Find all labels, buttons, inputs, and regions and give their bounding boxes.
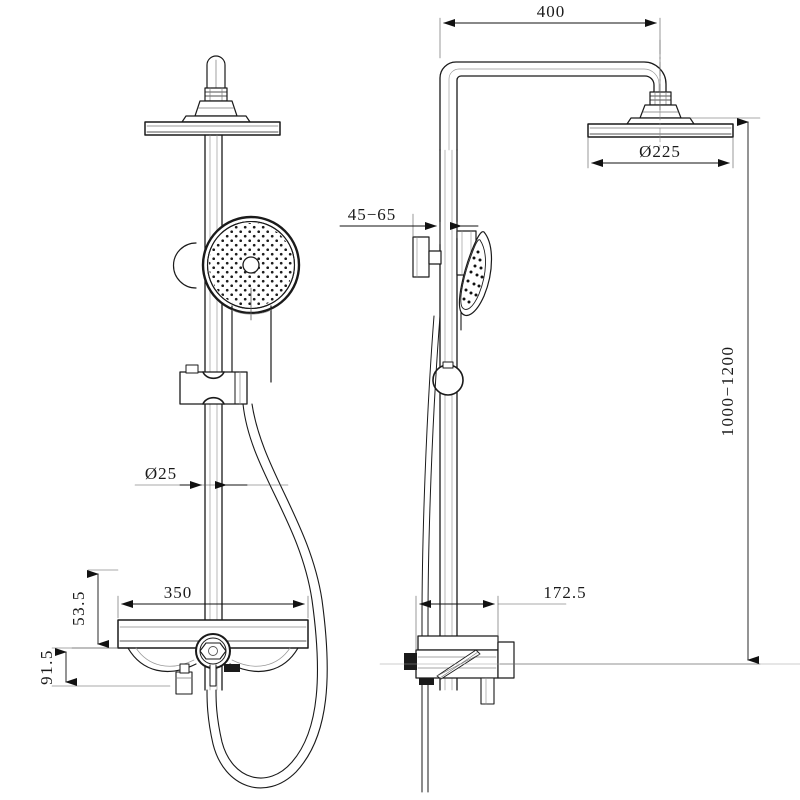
front-view — [117, 55, 328, 789]
dim-bar-offset-bottom: 91.5 — [37, 647, 171, 687]
shower-hose-front — [206, 403, 328, 789]
dim-label-bracket-projection: 45−65 — [348, 205, 397, 224]
dim-label-arm-reach: 400 — [537, 2, 566, 21]
hand-shower-front — [172, 215, 301, 383]
dim-bracket-projection: 45−65 — [339, 205, 479, 245]
mixer-body-side — [379, 635, 800, 705]
dim-riser-diameter: Ø25 — [134, 464, 289, 489]
dimension-layer: 400 Ø225 45−65 — [37, 2, 761, 687]
dim-label-bar-width: 350 — [164, 583, 193, 602]
shower-arm-side — [439, 61, 667, 151]
mixer-body-front — [117, 619, 309, 695]
dim-valve-projection: 172.5 — [415, 583, 586, 651]
slider-bracket-side — [412, 230, 477, 278]
dim-label-riser-diameter: Ø25 — [145, 464, 177, 483]
dim-overall-height: 1000−1200 — [499, 117, 761, 665]
rain-shower-head-front — [144, 100, 281, 136]
dim-bar-width: 350 — [117, 583, 309, 619]
riser-rail-front — [204, 134, 223, 691]
dim-label-bar-offset-bottom: 91.5 — [37, 649, 56, 685]
shower-hose-side — [421, 315, 441, 793]
dim-bar-offset-top: 53.5 — [69, 569, 119, 649]
dim-head-diameter: Ø225 — [587, 136, 734, 169]
dim-label-valve-projection: 172.5 — [543, 583, 586, 602]
slider-ring-side — [432, 361, 464, 396]
slider-bracket-front — [179, 364, 248, 405]
dim-label-overall-height: 1000−1200 — [718, 345, 737, 436]
dim-label-bar-offset-top: 53.5 — [69, 590, 88, 626]
dim-arm-reach: 400 — [439, 2, 661, 111]
shower-arm-front — [204, 55, 228, 102]
hand-shower-side — [458, 231, 493, 331]
rain-shower-head-side — [587, 39, 734, 149]
side-view — [379, 39, 800, 793]
dim-label-head-diameter: Ø225 — [639, 142, 681, 161]
riser-rail-side — [439, 149, 458, 691]
